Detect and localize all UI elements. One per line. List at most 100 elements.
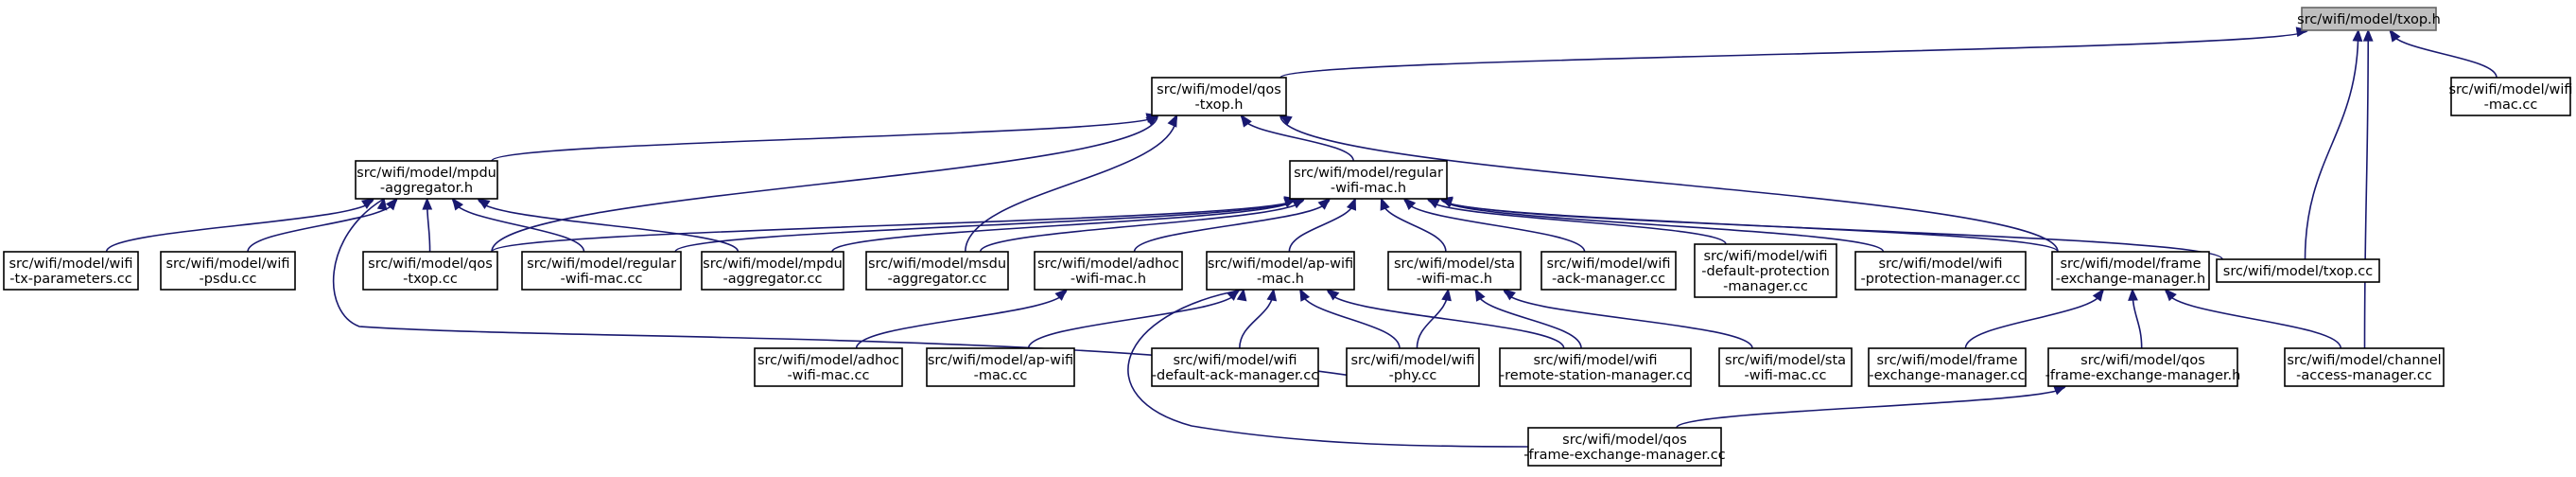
node-label-line: -remote-station-manager.cc [1500, 368, 1691, 383]
edge-line [2363, 29, 2370, 349]
node-label-line: src/wifi/model/wifi [165, 256, 289, 272]
node-label-line: src/wifi/model/ap-wifi [1208, 256, 1353, 272]
node-box [2284, 347, 2445, 387]
node-default-ack-manager-cc[interactable]: src/wifi/model/wifi-default-ack-manager.… [1151, 347, 1319, 387]
node-adhoc-wifi-mac-h[interactable]: src/wifi/model/adhoc-wifi-mac.h [1034, 251, 1183, 291]
node-label-line: -wifi-mac.cc [1744, 368, 1826, 383]
edge-sta_wifi_mac_h-wifi_phy_cc [1416, 288, 1452, 349]
edge-arrowhead [1402, 197, 1417, 210]
edge-mpdu_aggregator_h-regular_wifi_mac_cc [451, 197, 585, 253]
node-default-protection-manager-cc[interactable]: src/wifi/model/wifi-default-protection-m… [1694, 243, 1837, 298]
node-remote-station-manager-cc[interactable]: src/wifi/model/wifi-remote-station-manag… [1499, 347, 1692, 387]
node-qos-frame-exchange-manager-h[interactable]: src/wifi/model/qos-frame-exchange-manage… [2045, 347, 2241, 387]
node-label-line: src/wifi/model/ap-wifi [928, 353, 1073, 368]
edge-line [674, 198, 1297, 253]
node-sta-wifi-mac-cc[interactable]: src/wifi/model/sta-wifi-mac.cc [1718, 347, 1853, 387]
node-label-line: src/wifi/model/regular [1294, 166, 1443, 181]
edge-regular_wifi_mac_h-sta_wifi_mac_h [1380, 197, 1447, 253]
edge-line [1027, 289, 1240, 349]
node-label-line: src/wifi/model/frame [2061, 256, 2202, 272]
node-ap-wifi-mac-h[interactable]: src/wifi/model/ap-wifi-mac.h [1206, 251, 1355, 291]
node-wifi-mac-cc[interactable]: src/wifi/model/wifi-mac.cc [2448, 77, 2573, 116]
edge-line [2389, 29, 2498, 79]
node-label-line: -mac.cc [974, 368, 1028, 383]
edge-frame_exchange_manager_h-qos_frame_exchange_manager_h [2128, 288, 2143, 349]
edge-regular_wifi_mac_h-adhoc_wifi_mac_h [1133, 197, 1331, 253]
edge-regular_wifi_mac_h-qos_txop_cc [491, 196, 1297, 253]
edge-txop_h-wifi_mac_cc [2389, 28, 2498, 79]
node-label-line: -phy.cc [1389, 368, 1437, 383]
edge-ap_wifi_mac_h-default_ack_manager_cc [1239, 288, 1278, 349]
node-ap-wifi-mac-cc[interactable]: src/wifi/model/ap-wifi-mac.cc [926, 347, 1075, 387]
edge-line [1676, 385, 2066, 429]
node-label-line: -frame-exchange-manager.cc [1523, 448, 1725, 463]
edge-arrowhead [1145, 115, 1159, 126]
node-msdu-aggregator-cc[interactable]: src/wifi/model/msdu-aggregator.cc [865, 251, 1009, 291]
node-channel-access-manager-cc[interactable]: src/wifi/model/channel-access-manager.cc [2284, 347, 2445, 387]
node-psdu-cc[interactable]: src/wifi/model/wifi-psdu.cc [160, 251, 296, 291]
node-frame-exchange-manager-h[interactable]: src/wifi/model/frame-exchange-manager.h [2051, 251, 2210, 291]
edge-arrowhead [2053, 385, 2067, 396]
node-qos-txop-h[interactable]: src/wifi/model/qos-txop.h [1151, 77, 1287, 116]
node-tx-parameters-cc[interactable]: src/wifi/model/wifi-tx-parameters.cc [3, 251, 139, 291]
node-label-line: src/wifi/model/sta [1394, 256, 1515, 272]
edge-line [1133, 198, 1331, 253]
node-label-line: -access-manager.cc [2296, 368, 2432, 383]
edge-ap_wifi_mac_h-wifi_phy_cc [1299, 288, 1401, 349]
edge-arrowhead [1054, 288, 1068, 301]
node-label-line: src/wifi/model/wifi [1173, 353, 1297, 368]
edge-line [1299, 289, 1401, 349]
node-label-line: src/wifi/model/wifi [1878, 256, 2002, 272]
edge-ap_wifi_mac_h-qos_frame_exchange_manager_cc [1127, 288, 1529, 448]
node-label-line: src/wifi/model/qos [368, 256, 493, 272]
node-qos-txop-cc[interactable]: src/wifi/model/qos-txop.cc [362, 251, 498, 291]
edge-arrowhead [2352, 28, 2363, 42]
edge-arrowhead [1441, 288, 1452, 302]
node-mpdu-aggregator-h[interactable]: src/wifi/model/mpdu-aggregator.h [355, 160, 498, 200]
edge-arrowhead [1380, 197, 1390, 211]
node-txop-h[interactable]: src/wifi/model/txop.h [2297, 7, 2441, 31]
node-regular-wifi-mac-cc[interactable]: src/wifi/model/regular-wifi-mac.cc [521, 251, 682, 291]
edge-line [1427, 198, 1727, 245]
node-label-line: src/wifi/model/adhoc [757, 353, 899, 368]
edge-line [979, 198, 1305, 253]
node-label-line: -psdu.cc [200, 272, 257, 287]
edge-arrowhead [1326, 288, 1340, 301]
node-sta-wifi-mac-h[interactable]: src/wifi/model/sta-wifi-mac.h [1387, 251, 1522, 291]
node-mpdu-aggregator-cc[interactable]: src/wifi/model/mpdu-aggregator.cc [701, 251, 844, 291]
node-label-line: src/wifi/model/wifi [2448, 82, 2572, 97]
node-label-line: -tx-parameters.cc [9, 272, 131, 287]
node-adhoc-wifi-mac-cc[interactable]: src/wifi/model/adhoc-wifi-mac.cc [754, 347, 903, 387]
node-wifi-phy-cc[interactable]: src/wifi/model/wifi-phy.cc [1346, 347, 1480, 387]
edge-line [855, 289, 1068, 349]
node-box [2051, 251, 2210, 291]
edge-regular_wifi_mac_h-regular_wifi_mac_cc [674, 196, 1297, 253]
node-box [1527, 427, 1722, 467]
node-label-line: -ack-manager.cc [1552, 272, 1665, 287]
node-qos-frame-exchange-manager-cc[interactable]: src/wifi/model/qos-frame-exchange-manage… [1523, 427, 1726, 467]
node-box [1868, 347, 2027, 387]
edge-regular_wifi_mac_h-ack_manager_cc [1402, 197, 1586, 253]
edge-mpdu_aggregator_h-psdu_cc [247, 197, 398, 253]
edge-frame_exchange_manager_h-channel_access_manager_cc [2164, 288, 2342, 349]
edge-arrowhead [360, 198, 374, 209]
edge-arrowhead [1266, 288, 1278, 302]
node-txop-cc[interactable]: src/wifi/model/txop.cc [2216, 258, 2380, 283]
node-box [1694, 243, 1837, 298]
edge-line [1964, 289, 2104, 349]
node-frame-exchange-manager-cc[interactable]: src/wifi/model/frame-exchange-manager.cc [1868, 347, 2027, 387]
node-label-line: -mac.cc [2484, 97, 2538, 113]
node-box [1718, 347, 1853, 387]
edge-arrowhead [1291, 198, 1305, 209]
node-ack-manager-cc[interactable]: src/wifi/model/wifi-ack-manager.cc [1540, 251, 1677, 291]
edge-arrowhead [477, 198, 491, 209]
node-box [3, 251, 139, 291]
node-regular-wifi-mac-h[interactable]: src/wifi/model/regular-wifi-mac.h [1289, 160, 1448, 200]
node-label-line: -frame-exchange-manager.h [2045, 368, 2241, 383]
node-box [1289, 160, 1448, 200]
node-protection-manager-cc[interactable]: src/wifi/model/wifi-protection-manager.c… [1854, 251, 2027, 291]
node-label-line: -aggregator.cc [888, 272, 987, 287]
node-label-line: src/wifi/model/frame [1877, 353, 2018, 368]
node-label-line: src/wifi/model/msdu [868, 256, 1006, 272]
